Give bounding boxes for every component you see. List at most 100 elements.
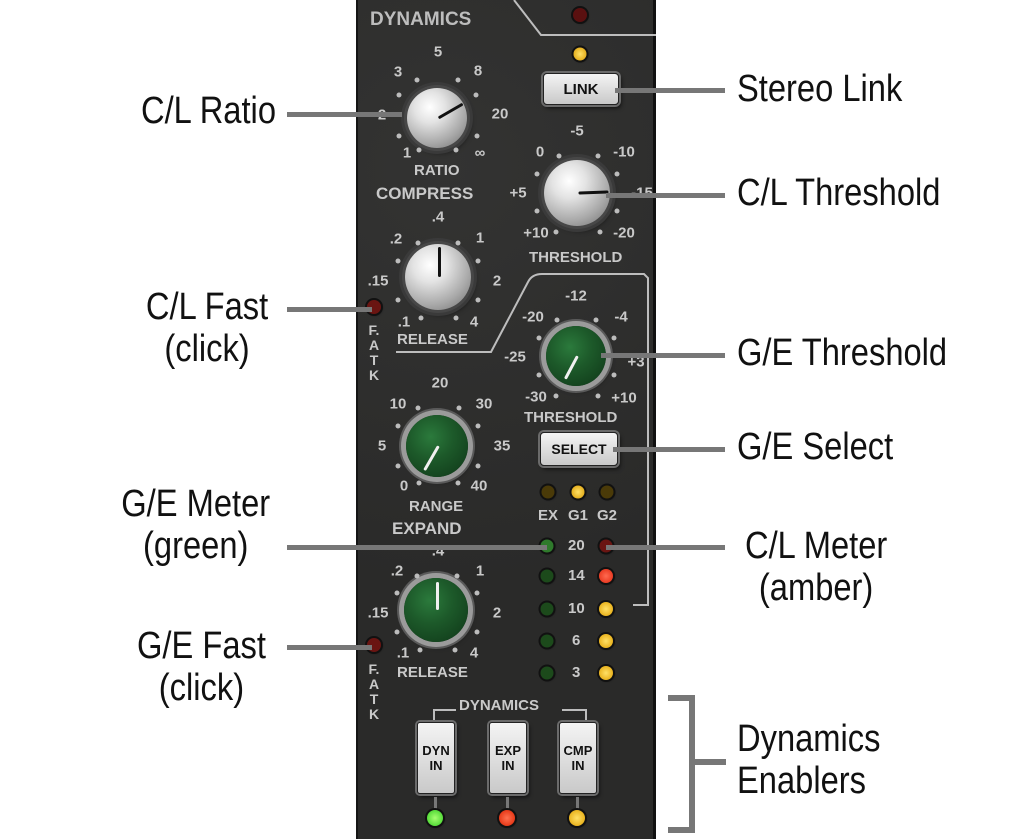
gate-threshold-tick-plus10: +10 [611, 389, 637, 407]
gate-release-tick-0.2: .2 [390, 562, 404, 580]
gate-threshold-knob[interactable] [546, 326, 606, 386]
comp-release-tick-0.1: .1 [397, 313, 411, 331]
comp-threshold-tick-plus10: +10 [523, 224, 549, 242]
callout-ge-select: G/E Select [737, 426, 894, 468]
range-tick-35: 35 [493, 437, 511, 455]
compress-threshold-knob[interactable] [544, 160, 610, 226]
meter-scale-6: 6 [572, 632, 581, 649]
ratio-knob-cap[interactable] [407, 88, 467, 148]
compressor-outline [396, 273, 649, 606]
callout-cl-ratio: C/L Ratio [140, 90, 276, 132]
callout-cl-fast: C/L Fast(click) [145, 286, 268, 370]
callout-line-cl-fast [287, 307, 372, 312]
comp-threshold-tick-0: 0 [535, 143, 545, 161]
compress-release-knob[interactable] [405, 244, 471, 310]
header-divider [513, 0, 656, 36]
dyn-in-led [427, 810, 443, 826]
range-tick-40: 40 [470, 477, 488, 495]
gate-threshold-tick-minus30: -30 [525, 388, 547, 406]
gate-meter-led-10 [540, 602, 554, 616]
expand-label: EXPAND [392, 519, 462, 538]
range-tick-5: 5 [377, 437, 387, 455]
meter-scale-10: 10 [568, 600, 585, 617]
gate-threshold-tick-minus25: -25 [504, 348, 526, 366]
callout-line-stereo-link [615, 88, 725, 93]
ratio-tick-3: 3 [393, 63, 403, 81]
ratio-tick-1: 1 [402, 144, 412, 162]
gate-meter-led-3 [540, 666, 554, 680]
meter-scale-3: 3 [572, 664, 581, 681]
mode-label-g1: G1 [568, 507, 589, 524]
mode-label-g2: G2 [597, 507, 618, 524]
range-label: RANGE [409, 498, 464, 515]
comp-threshold-tick-minus5: -5 [570, 122, 584, 140]
comp-release-tick-0.15: .15 [367, 272, 389, 290]
callout-line-cl-ratio [287, 112, 402, 117]
comp-release-label: RELEASE [397, 331, 468, 348]
gate-meter-led-14 [540, 569, 554, 583]
gate-release-knob[interactable] [404, 578, 468, 642]
comp-release-tick-1: 1 [475, 229, 485, 247]
gate-threshold-label: THRESHOLD [524, 409, 618, 426]
ratio-tick-20: 20 [491, 105, 509, 123]
section-title: DYNAMICS [370, 9, 472, 30]
link-button[interactable]: LINK [543, 73, 619, 105]
callout-cl-meter: C/L Meter(amber) [745, 525, 888, 609]
callout-line-ge-select [613, 447, 725, 452]
range-tick-20: 20 [431, 374, 449, 392]
ratio-tick-inf: ∞ [474, 144, 486, 162]
comp-threshold-tick-minus20: -20 [613, 224, 635, 242]
exp-in-led [499, 810, 515, 826]
gate-release-tick-0.15: .15 [367, 604, 389, 622]
comp-threshold-label: THRESHOLD [529, 249, 623, 266]
callout-line-cl-threshold [606, 193, 725, 198]
callout-cl-threshold: C/L Threshold [737, 172, 941, 214]
dynamics-panel [356, 0, 656, 839]
callout-ge-meter: G/E Meter(green) [121, 483, 270, 567]
comp-meter-led-3 [599, 666, 613, 680]
comp-release-tick-2: 2 [492, 272, 502, 290]
gate-select-button[interactable]: SELECT [540, 432, 618, 466]
gate-threshold-tick-minus12: -12 [565, 287, 587, 305]
gate-release-tick-0.1: .1 [396, 644, 410, 662]
link-led [573, 47, 587, 61]
compress-label: COMPRESS [376, 184, 474, 203]
cmp-in-led [569, 810, 585, 826]
comp-meter-led-10 [599, 602, 613, 616]
top-indicator-led [573, 8, 587, 22]
comp-meter-led-6 [599, 634, 613, 648]
callout-ge-fast: G/E Fast(click) [137, 625, 266, 709]
callout-stereo-link: Stereo Link [737, 68, 903, 110]
callout-line-ge-meter [287, 545, 547, 550]
ratio-tick-5: 5 [433, 43, 443, 61]
gate-meter-led-6 [540, 634, 554, 648]
comp-meter-led-14 [599, 569, 613, 583]
gate-threshold-tick-minus4: -4 [614, 308, 628, 326]
comp-release-tick-4: 4 [469, 313, 479, 331]
range-knob[interactable] [406, 415, 468, 477]
comp-threshold-tick-plus5: +5 [509, 184, 527, 202]
enablers-callout-bracket [668, 695, 726, 833]
mode-label-ex: EX [538, 507, 559, 524]
ratio-label: RATIO [414, 162, 460, 179]
callout-line-cl-meter [606, 545, 725, 550]
enablers-bracket [433, 709, 587, 723]
gate-release-tick-4: 4 [469, 644, 479, 662]
range-tick-30: 30 [475, 395, 493, 413]
ratio-tick-8: 8 [473, 62, 483, 80]
gate-threshold-tick-minus20: -20 [522, 308, 544, 326]
comp-release-tick-0.2: .2 [389, 230, 403, 248]
gate-release-label: RELEASE [397, 664, 468, 681]
comp-release-tick-0.4: .4 [431, 208, 445, 226]
meter-scale-14: 14 [568, 567, 585, 584]
meter-scale-20: 20 [568, 537, 585, 554]
gate-release-tick-1: 1 [475, 562, 485, 580]
callout-line-ge-fast [287, 645, 372, 650]
mode-led-ex [541, 485, 555, 499]
